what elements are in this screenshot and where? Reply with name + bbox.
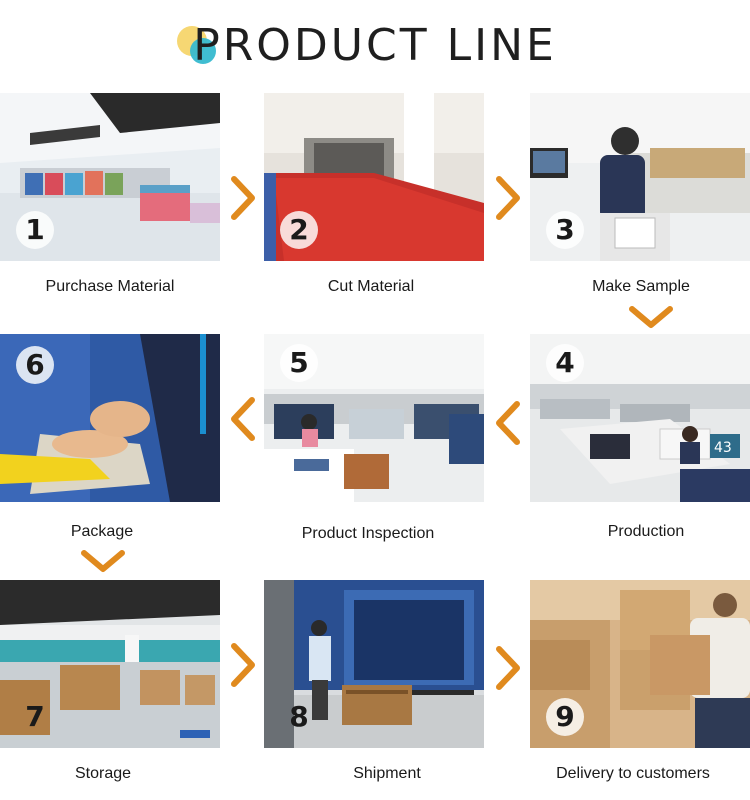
step-label: Package xyxy=(70,523,134,540)
step-label: Product Inspection xyxy=(301,525,435,542)
arrow-down-icon xyxy=(629,306,673,328)
step-number-badge: 2 xyxy=(280,211,318,249)
step-number-badge: 8 xyxy=(289,700,309,733)
teal-circle-decoration xyxy=(190,38,216,64)
photo-cut-material: 2 xyxy=(264,93,484,261)
arrow-down-icon xyxy=(81,550,125,572)
step-number-badge: 4 xyxy=(546,344,584,382)
step-label: Purchase Material xyxy=(45,278,175,295)
arrow-right-icon xyxy=(496,646,520,690)
step-label: Cut Material xyxy=(327,278,415,295)
step-number-badge: 7 xyxy=(25,700,45,733)
step-label: Delivery to customers xyxy=(556,765,710,782)
photo-shipment: 8 xyxy=(264,580,484,748)
step-label: Storage xyxy=(74,765,132,782)
photo-make-sample: 3 xyxy=(530,93,750,261)
step-label: Make Sample xyxy=(592,278,690,295)
arrow-left-icon xyxy=(231,397,255,441)
step-number-badge: 9 xyxy=(546,698,584,736)
header: PRODUCT LINE xyxy=(0,18,750,78)
arrow-left-icon xyxy=(496,401,520,445)
photo-package: 6 xyxy=(0,334,220,502)
step-number-badge: 3 xyxy=(546,211,584,249)
step-label: Production xyxy=(607,523,685,540)
page-title: PRODUCT LINE xyxy=(193,20,557,71)
arrow-right-icon xyxy=(496,176,520,220)
photo-production: 43 4 xyxy=(530,334,750,502)
photo-purchase-material: 1 xyxy=(0,93,220,261)
step-label: Shipment xyxy=(353,765,421,782)
photo-product-inspection: 5 xyxy=(264,334,484,502)
arrow-right-icon xyxy=(231,643,255,687)
step-number-badge: 6 xyxy=(16,346,54,384)
step-number-badge: 1 xyxy=(16,211,54,249)
arrow-right-icon xyxy=(231,176,255,220)
photo-delivery-to-customers: 9 xyxy=(530,580,750,748)
step-number-badge: 5 xyxy=(280,344,318,382)
photo-storage: 7 xyxy=(0,580,220,748)
svg-text:43: 43 xyxy=(714,440,732,456)
